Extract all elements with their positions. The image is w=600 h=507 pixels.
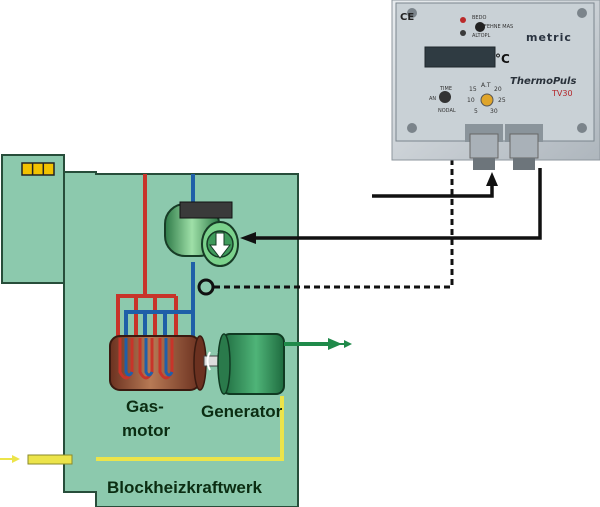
control-cabinet (1, 154, 65, 284)
led-label-2: ALTOPL (472, 33, 491, 39)
gas-engine (109, 335, 207, 391)
temperature-sensor (197, 278, 215, 296)
dial-label-3: 10 (467, 97, 475, 104)
led-label-1: FEHNE MAS (484, 24, 514, 30)
unit-label: °C (495, 52, 510, 66)
dial-label-2: 20 (494, 86, 502, 93)
power-output-arrow (284, 338, 352, 350)
knob-label-1: AN (429, 96, 437, 102)
dial-label-5: 5 (474, 108, 478, 115)
knob-label-2: NODAL (438, 108, 456, 114)
dial-label-6: 30 (490, 108, 498, 115)
circulation-pump (164, 201, 239, 267)
generator (217, 333, 285, 395)
thermopuls-controller (391, 0, 600, 170)
gas-motor-label-line1: Gas- (126, 397, 164, 416)
model-label: TV30 (552, 89, 573, 98)
dial-label-4: 25 (498, 97, 506, 104)
signal-lines (214, 160, 542, 289)
dial-label-1: A.T (481, 82, 491, 89)
gas-motor-label-line2: motor (122, 421, 171, 440)
dial-label-0: 15 (469, 86, 477, 93)
product-label: ThermoPuls (510, 76, 577, 87)
brand-label: metric (526, 31, 572, 44)
led-label-0: BEDO (472, 15, 487, 21)
gas-supply-line (0, 396, 284, 465)
plant-label: Blockheizkraftwerk (107, 478, 262, 497)
ce-mark: CE (400, 12, 415, 23)
generator-label: Generator (201, 402, 283, 421)
knob-label-0: TIME (440, 86, 453, 92)
